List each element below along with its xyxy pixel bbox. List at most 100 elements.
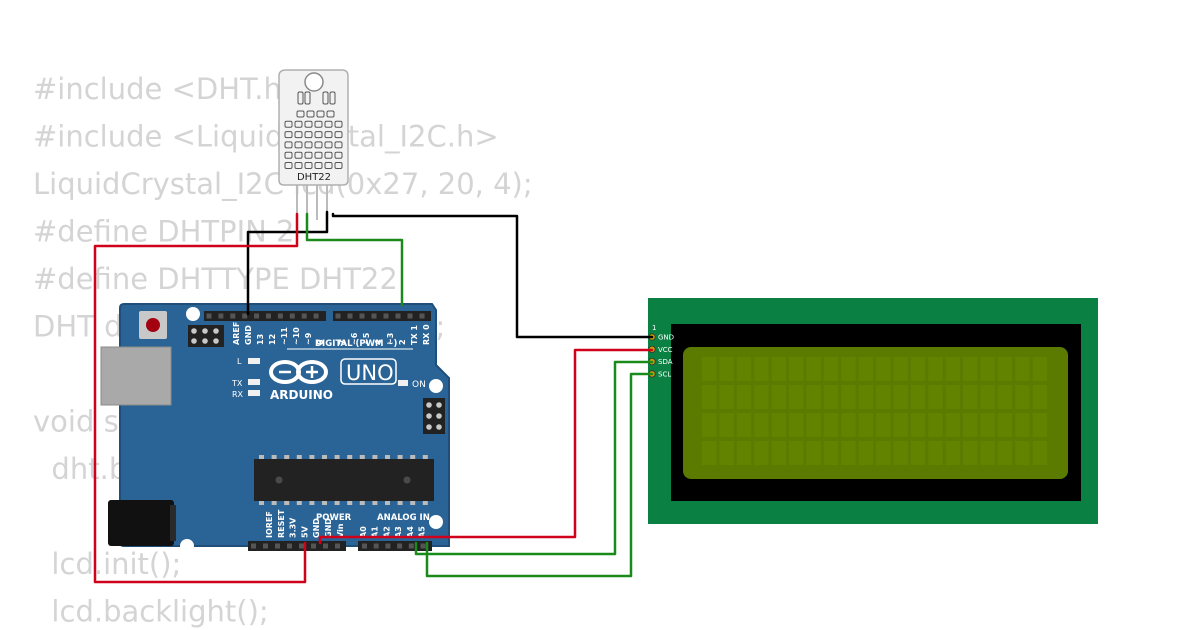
arduino-infinity-icon [269, 360, 328, 384]
power-pin-label: GND [312, 518, 321, 538]
lcd-char-cell [910, 413, 926, 437]
digital-header[interactable] [204, 311, 431, 321]
digital-pin[interactable] [395, 313, 401, 319]
lcd-char-cell [945, 413, 961, 437]
power-pin-label: 3.3V [289, 517, 298, 538]
lcd-char-cell [945, 385, 961, 409]
analog-pin[interactable] [373, 543, 379, 549]
digital-pin[interactable] [277, 313, 283, 319]
mount-hole [186, 307, 200, 321]
lcd-char-cell [910, 441, 926, 465]
analog-pin[interactable] [408, 543, 414, 549]
digital-pin[interactable] [347, 313, 353, 319]
analog-pin-label: A1 [371, 526, 380, 538]
analog-pin[interactable] [420, 543, 426, 549]
power-pin[interactable] [299, 543, 304, 549]
lcd-char-cell [736, 385, 752, 409]
digital-pin[interactable] [206, 313, 212, 319]
digital-pin[interactable] [383, 313, 389, 319]
lcd-char-cell [789, 413, 804, 437]
usb-port [100, 346, 172, 406]
lcd-char-cell [754, 385, 769, 409]
power-pin-label: IOREF [265, 511, 274, 538]
lcd-pin-index: 1 [652, 324, 656, 332]
digital-pin[interactable] [419, 313, 425, 319]
digital-pin-label: 7 [338, 339, 347, 345]
lcd-pin-label: VCC [658, 346, 673, 354]
digital-pin[interactable] [371, 313, 377, 319]
digital-pin-label: ~11 [280, 327, 289, 345]
lcd-char-cell [754, 357, 769, 381]
analog-pin-label: A2 [382, 526, 391, 538]
wire-dht-gnd-to-arduino-gnd[interactable] [246, 210, 329, 316]
power-header[interactable] [248, 541, 346, 551]
lcd-char-cell [1032, 413, 1048, 437]
lcd-char-cell [841, 441, 856, 465]
lcd-char-cell [945, 441, 961, 465]
icsp-pin [436, 402, 442, 408]
lcd-char-cell [823, 357, 839, 381]
led-rx-label: RX [232, 390, 244, 399]
icsp-pin [202, 338, 208, 344]
chip-dot [403, 476, 411, 484]
lcd-char-cell [1015, 385, 1030, 409]
dht22-sensor[interactable]: DHT22 [278, 69, 349, 220]
power-pin[interactable] [335, 543, 340, 549]
icsp-pin [191, 338, 197, 344]
digital-pin[interactable] [218, 313, 224, 319]
lcd-char-cell [910, 357, 926, 381]
wire-dht-vcc-to-5v[interactable] [93, 212, 307, 584]
analog-header[interactable] [358, 541, 432, 551]
analog-pin[interactable] [397, 543, 403, 549]
lcd-char-cell [1032, 357, 1048, 381]
reset-button[interactable] [146, 318, 160, 332]
lcd-char-cell [806, 357, 821, 381]
lcd-char-cell [910, 385, 926, 409]
analog-pin-label: A4 [406, 526, 415, 538]
lcd-char-cell [980, 441, 995, 465]
wire-a4-to-lcd-sda[interactable] [414, 360, 654, 556]
wire-dht-data-to-pin2[interactable] [305, 212, 404, 307]
analog-pin[interactable] [385, 543, 391, 549]
digital-pin[interactable] [335, 313, 341, 319]
lcd-char-cell [719, 385, 734, 409]
lcd-char-cell [876, 357, 891, 381]
lcd-char-cell [893, 357, 908, 381]
digital-pin[interactable] [242, 313, 248, 319]
power-pin[interactable] [311, 543, 316, 549]
digital-pin[interactable] [230, 313, 236, 319]
power-pin[interactable] [263, 543, 268, 549]
dht-vent-grid [284, 91, 343, 169]
power-pin-label: RESET [277, 509, 286, 538]
digital-pin[interactable] [407, 313, 413, 319]
power-pin[interactable] [323, 543, 328, 549]
digital-pin[interactable] [313, 313, 319, 319]
digital-pin-label: TX 1 [410, 325, 419, 345]
lcd-char-cell [702, 441, 717, 465]
digital-pin[interactable] [254, 313, 260, 319]
lcd-char-cell [928, 385, 943, 409]
lcd-char-cell [771, 441, 787, 465]
analog-pin[interactable] [362, 543, 367, 549]
lcd-char-cell [841, 413, 856, 437]
icsp-pin [426, 402, 432, 408]
power-pin[interactable] [287, 543, 292, 549]
lcd-char-cell [876, 385, 891, 409]
power-pin[interactable] [275, 543, 280, 549]
power-pin[interactable] [251, 543, 256, 549]
digital-pin[interactable] [289, 313, 295, 319]
wire-dht-gnd-to-lcd-gnd[interactable] [331, 212, 654, 339]
digital-pin[interactable] [266, 313, 271, 319]
code-line: #include <DHT.h> [33, 72, 306, 106]
lcd-char-cell [702, 357, 717, 381]
digital-pin[interactable] [301, 313, 307, 319]
wire-5v-to-lcd-vcc[interactable] [318, 348, 654, 545]
digital-pin[interactable] [359, 313, 365, 319]
lcd-pin-label: SCL [658, 370, 671, 378]
lcd-char-cell [719, 441, 734, 465]
wire-a5-to-lcd-scl[interactable] [425, 372, 654, 578]
